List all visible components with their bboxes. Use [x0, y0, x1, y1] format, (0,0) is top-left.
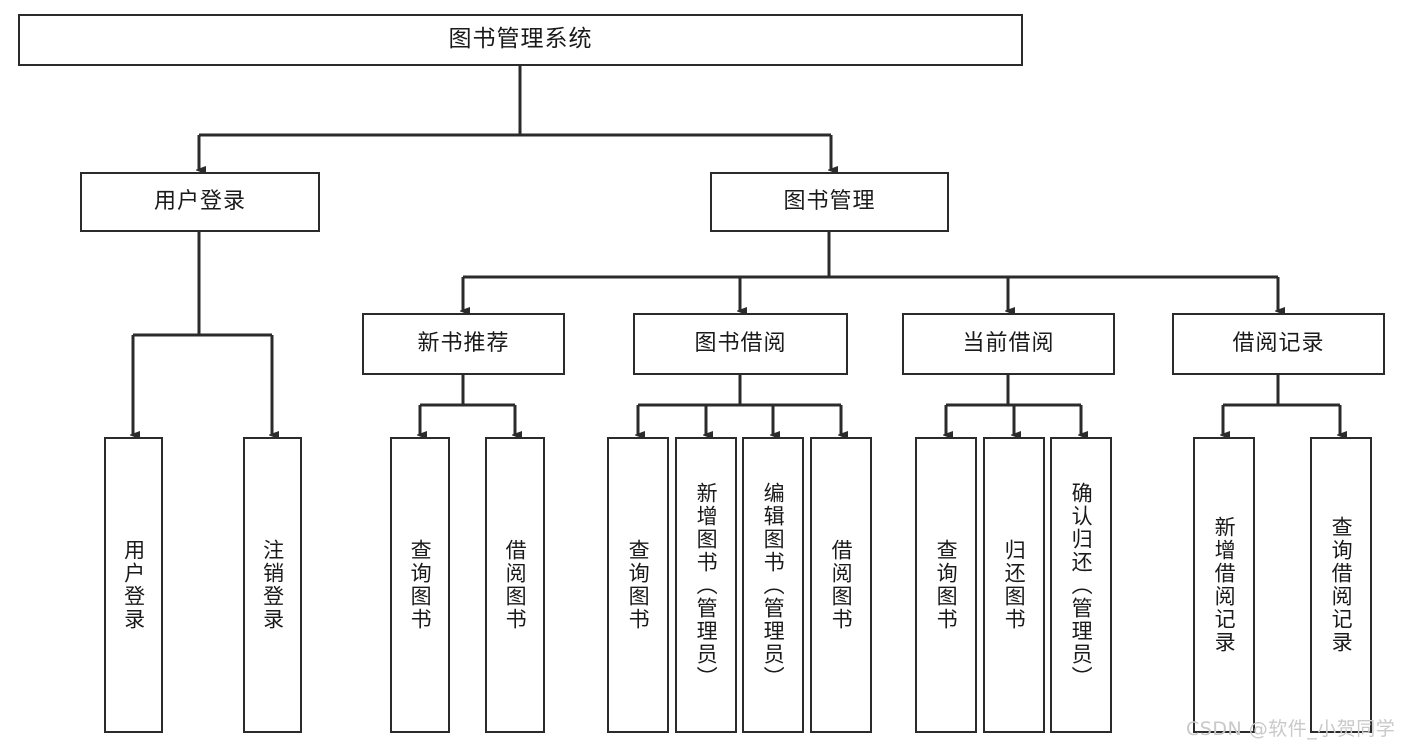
- node-leaf-add-book[interactable]: 新增图书（管理员）: [675, 437, 737, 733]
- csdn-watermark: CSDN @软件_小贺同学: [1186, 718, 1396, 740]
- node-leaf-query-book-3-label: 查询图书: [934, 539, 959, 631]
- node-leaf-return-book-label: 归还图书: [1002, 539, 1027, 631]
- node-root[interactable]: 图书管理系统: [18, 14, 1023, 66]
- node-leaf-user-login[interactable]: 用户登录: [104, 437, 163, 733]
- node-leaf-query-book-1[interactable]: 查询图书: [390, 437, 450, 733]
- node-leaf-logout-login[interactable]: 注销登录: [243, 437, 302, 733]
- node-leaf-edit-book[interactable]: 编辑图书（管理员）: [742, 437, 804, 733]
- node-leaf-user-login-label: 用户登录: [121, 539, 146, 631]
- node-user-login[interactable]: 用户登录: [80, 172, 320, 232]
- node-leaf-confirm-return[interactable]: 确认归还（管理员）: [1050, 437, 1112, 733]
- node-borrow-record-label: 借阅记录: [1232, 330, 1325, 356]
- node-leaf-query-book-1-label: 查询图书: [408, 539, 433, 631]
- node-book-management[interactable]: 图书管理: [710, 172, 949, 232]
- node-leaf-query-book-2-label: 查询图书: [626, 539, 651, 631]
- node-current-borrow-label: 当前借阅: [962, 330, 1055, 356]
- node-leaf-return-book[interactable]: 归还图书: [983, 437, 1045, 733]
- node-leaf-query-record-label: 查询借阅记录: [1329, 516, 1354, 654]
- node-leaf-borrow-book-2[interactable]: 借阅图书: [810, 437, 872, 733]
- node-book-borrow-label: 图书借阅: [694, 330, 787, 356]
- node-leaf-add-book-label: 新增图书（管理员）: [694, 481, 719, 689]
- node-leaf-add-record[interactable]: 新增借阅记录: [1193, 437, 1255, 733]
- node-leaf-borrow-book-2-label: 借阅图书: [829, 539, 854, 631]
- node-book-management-label: 图书管理: [783, 188, 876, 214]
- node-leaf-query-book-3[interactable]: 查询图书: [915, 437, 977, 733]
- node-current-borrow[interactable]: 当前借阅: [902, 313, 1115, 375]
- node-user-login-label: 用户登录: [153, 188, 246, 214]
- node-new-book-recommend[interactable]: 新书推荐: [362, 313, 565, 375]
- node-leaf-query-record[interactable]: 查询借阅记录: [1310, 437, 1372, 733]
- node-book-borrow[interactable]: 图书借阅: [633, 313, 848, 375]
- node-leaf-add-record-label: 新增借阅记录: [1212, 516, 1237, 654]
- node-borrow-record[interactable]: 借阅记录: [1172, 313, 1385, 375]
- node-leaf-borrow-book-1-label: 借阅图书: [503, 539, 528, 631]
- node-leaf-borrow-book-1[interactable]: 借阅图书: [485, 437, 545, 733]
- node-leaf-query-book-2[interactable]: 查询图书: [607, 437, 669, 733]
- node-new-book-recommend-label: 新书推荐: [417, 330, 510, 356]
- node-leaf-logout-login-label: 注销登录: [260, 539, 285, 631]
- node-leaf-edit-book-label: 编辑图书（管理员）: [761, 481, 786, 689]
- node-leaf-confirm-return-label: 确认归还（管理员）: [1069, 481, 1094, 689]
- node-root-label: 图书管理系统: [448, 26, 593, 53]
